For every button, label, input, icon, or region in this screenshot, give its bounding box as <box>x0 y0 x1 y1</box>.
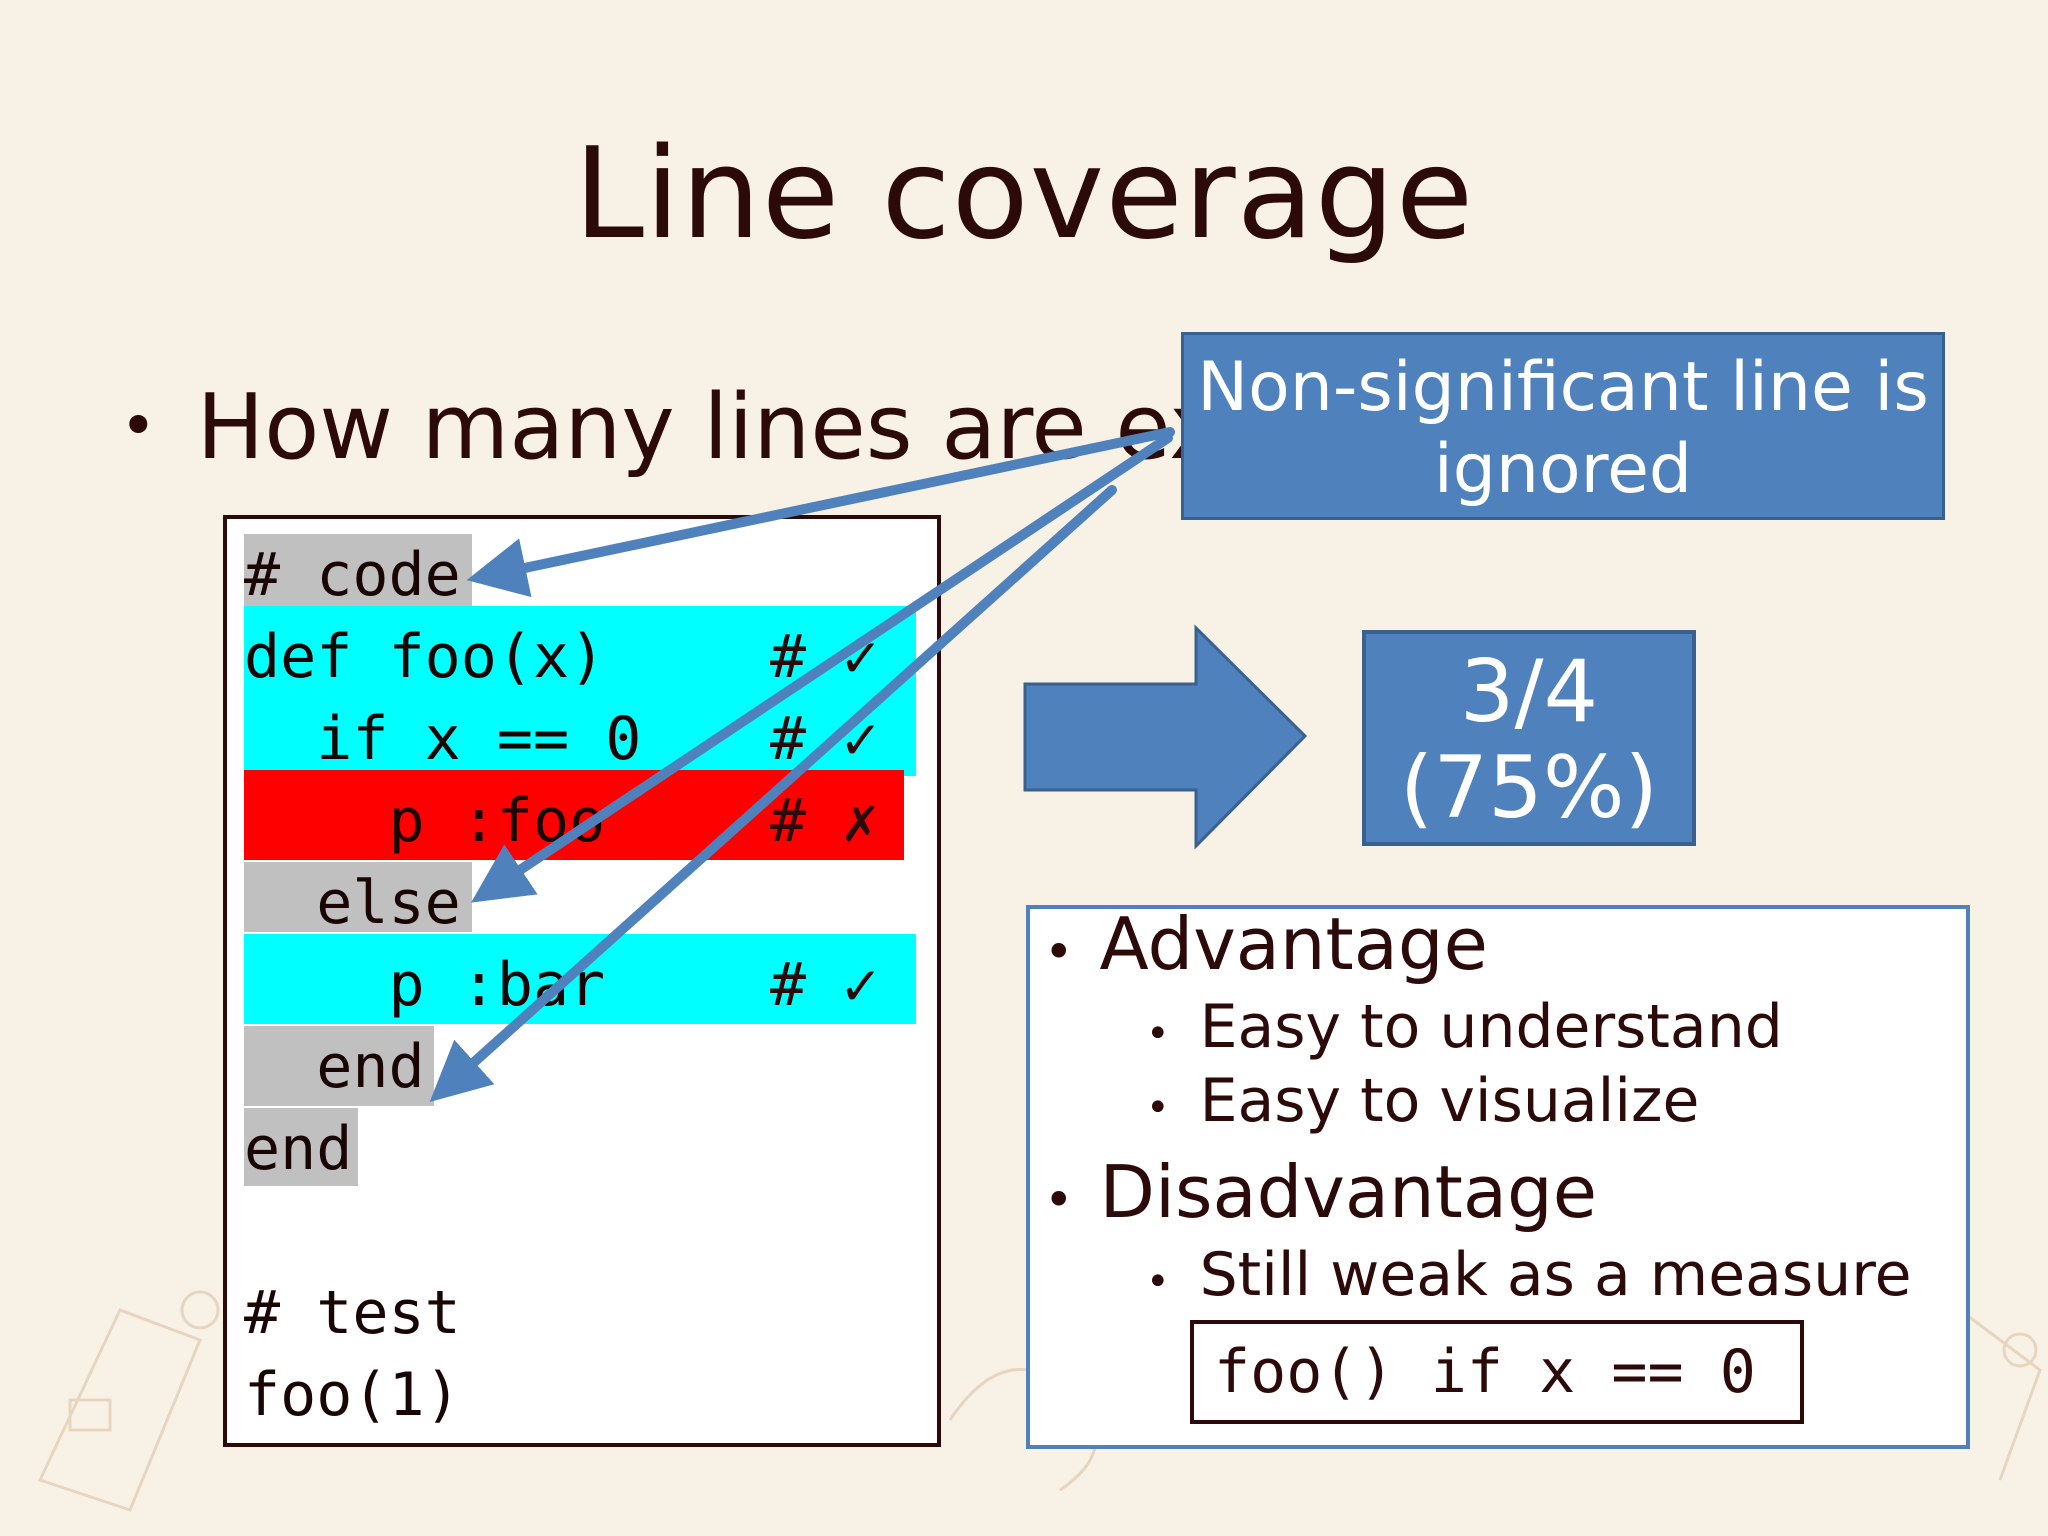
example-code: foo() if x == 0 <box>1190 1320 1804 1424</box>
main-bullet: • How many lines are ex <box>120 375 1222 480</box>
disadvantage-item: •Still weak as a measure <box>1146 1240 1911 1310</box>
disadvantage-heading: •Disadvantage <box>1044 1150 1597 1234</box>
code-line: # code <box>244 534 461 616</box>
code-line: end <box>244 1108 352 1190</box>
coverage-mark: # ✓ <box>770 944 878 1026</box>
coverage-mark: # ✗ <box>770 780 878 862</box>
advantage-item: •Easy to understand <box>1146 992 1783 1062</box>
code-line: end <box>244 1026 425 1108</box>
advantage-heading: •Advantage <box>1044 902 1488 986</box>
code-line: # test <box>244 1272 461 1354</box>
callout-line-1: Non-significant line is <box>1184 347 1942 429</box>
callout-box: Non-significant line is ignored <box>1181 332 1945 520</box>
callout-line-2: ignored <box>1184 429 1942 511</box>
code-line: foo(1) <box>244 1354 461 1436</box>
code-line: def foo(x) <box>244 616 605 698</box>
coverage-mark: # ✓ <box>770 616 878 698</box>
right-arrow-icon <box>1025 628 1305 846</box>
code-line: p :bar <box>244 944 605 1026</box>
result-percent: (75%) <box>1366 740 1692 836</box>
coverage-mark: # ✓ <box>770 698 878 780</box>
coverage-result: 3/4 (75%) <box>1362 630 1696 846</box>
code-line: else <box>244 862 461 944</box>
slide-title: Line coverage <box>0 120 2048 267</box>
main-bullet-text: How many lines are ex <box>197 375 1223 480</box>
code-line: if x == 0 <box>244 698 641 780</box>
code-line: p :foo <box>244 780 605 862</box>
advantage-item: •Easy to visualize <box>1146 1066 1699 1136</box>
bullet-marker: • <box>120 389 157 462</box>
result-fraction: 3/4 <box>1366 644 1692 740</box>
